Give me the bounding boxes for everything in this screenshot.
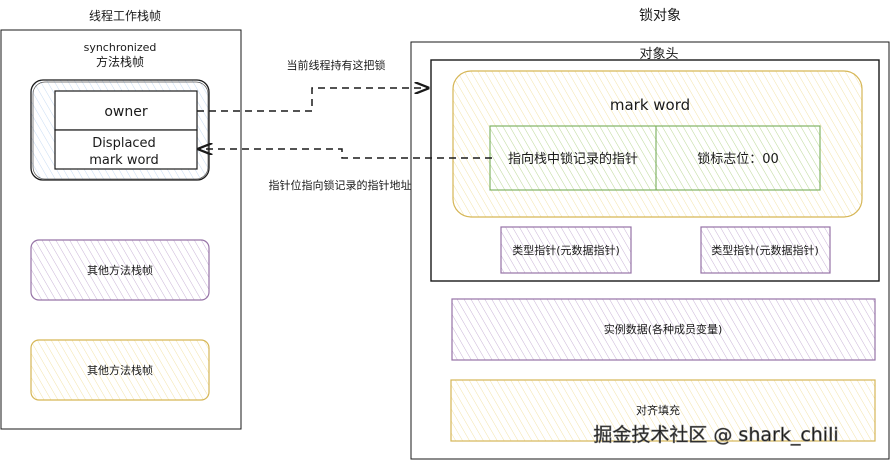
- lock-object-title: 锁对象: [639, 8, 681, 24]
- padding-box: [450, 379, 876, 442]
- lock-flag-label: 锁标志位：00: [697, 151, 779, 167]
- sync-method-frame-outline: [32, 81, 209, 180]
- displaced-label-2: mark word: [89, 153, 159, 168]
- object-header-box: [430, 59, 880, 282]
- object-header-title: 对象头: [639, 47, 678, 62]
- type-pointer-box-2: [700, 226, 831, 274]
- mark-word-content: [489, 125, 821, 191]
- other-frame-2-label: 其他方法栈帧: [87, 363, 153, 377]
- type-pointer-box-1: [500, 226, 632, 274]
- sync-frame-label-2: 方法栈帧: [96, 54, 144, 69]
- instance-data-label: 实例数据(各种成员变量): [604, 322, 723, 336]
- pointer-to-record-arrow: [199, 149, 492, 159]
- sync-frame-label-1: synchronized: [84, 41, 157, 54]
- owner-slot: [54, 90, 198, 131]
- holds-lock-label: 当前线程持有这把锁: [287, 58, 386, 72]
- watermark: 掘金技术社区 @ shark_chili: [593, 424, 838, 446]
- lock-record-pointer-label: 指向栈中锁记录的指针: [508, 151, 638, 167]
- other-method-frame-1: [30, 239, 210, 301]
- padding-label: 对齐填充: [636, 403, 680, 417]
- owner-to-lock-arrow: [197, 88, 428, 112]
- thread-frame-title: 线程工作栈帧: [89, 8, 161, 23]
- other-frame-1-label: 其他方法栈帧: [87, 263, 153, 277]
- type-pointer-label-1: 类型指针(元数据指针): [512, 243, 620, 257]
- owner-label: owner: [104, 104, 148, 120]
- instance-data-box: [451, 298, 876, 361]
- other-method-frame-2: [30, 339, 210, 401]
- displaced-slot: [54, 129, 198, 170]
- points-to-record-label: 指针位指向锁记录的指针地址: [269, 178, 412, 192]
- displaced-label-1: Displaced: [92, 136, 156, 151]
- mark-word-label: mark word: [610, 96, 690, 114]
- type-pointer-label-2: 类型指针(元数据指针): [711, 243, 819, 257]
